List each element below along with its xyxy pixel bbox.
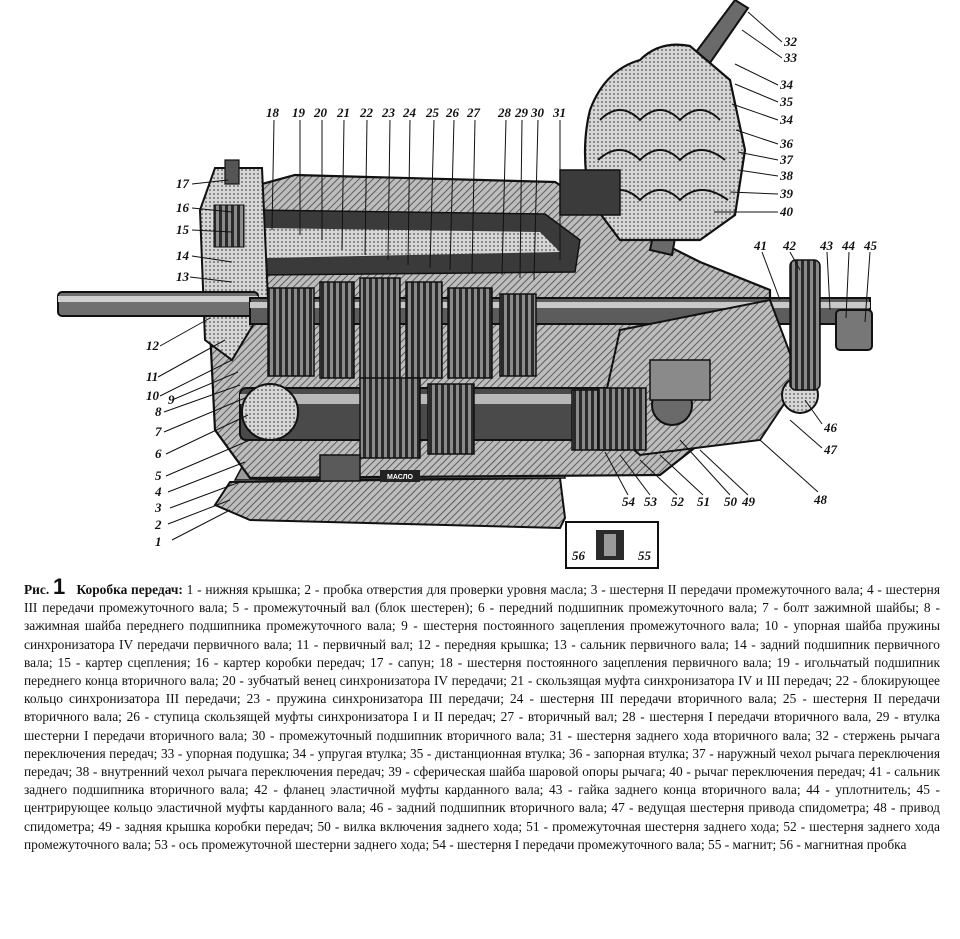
figure-number: 1 [52, 574, 66, 599]
part-label-48: 48 [813, 492, 828, 507]
part-label-49: 49 [741, 494, 756, 509]
part-label-39: 39 [779, 186, 794, 201]
part-label-41: 41 [753, 238, 767, 253]
figure-caption: Рис. 1 Коробка передач: 1 - нижняя крышк… [24, 576, 940, 854]
part-label-4: 4 [154, 484, 162, 499]
part-label-42: 42 [782, 238, 797, 253]
part-label-29: 29 [514, 105, 529, 120]
reverse-gear-assembly [319, 359, 711, 482]
part-label-7: 7 [155, 424, 162, 439]
part-label-21: 21 [336, 105, 350, 120]
part-label-36: 36 [779, 136, 794, 151]
part-label-18: 18 [266, 105, 280, 120]
part-label-1: 1 [155, 534, 162, 549]
part-label-51: 51 [697, 494, 710, 509]
part-label-31: 31 [552, 105, 566, 120]
part-label-54: 54 [622, 494, 636, 509]
part-label-15: 15 [176, 222, 190, 237]
part-labels: 1 2 3 4 5 6 7 8 9 10 11 12 13 14 15 16 1… [146, 34, 878, 563]
part-label-50: 50 [724, 494, 738, 509]
part-label-45: 45 [863, 238, 878, 253]
part-label-43: 43 [819, 238, 834, 253]
part-label-27: 27 [466, 105, 481, 120]
part-label-47: 47 [823, 442, 838, 457]
part-label-46: 46 [823, 420, 838, 435]
part-label-23: 23 [381, 105, 396, 120]
part-label-28: 28 [497, 105, 512, 120]
part-label-11: 11 [146, 369, 158, 384]
part-label-9: 9 [168, 392, 175, 407]
countershaft [239, 377, 651, 459]
part-label-5: 5 [155, 468, 162, 483]
part-label-6: 6 [155, 446, 162, 461]
part-label-22: 22 [359, 105, 374, 120]
part-label-12: 12 [146, 338, 160, 353]
part-label-17: 17 [176, 176, 190, 191]
part-label-2: 2 [154, 517, 162, 532]
part-label-10: 10 [146, 388, 160, 403]
part-label-3: 3 [154, 500, 162, 515]
part-label-34: 34 [779, 77, 794, 92]
part-label-55: 55 [638, 548, 652, 563]
part-label-40: 40 [779, 204, 794, 219]
oil-stamp-text: МАСЛО [387, 474, 414, 481]
part-label-13: 13 [176, 269, 190, 284]
part-label-24: 24 [402, 105, 417, 120]
gear-shift-lever [559, 0, 750, 257]
part-label-37: 37 [779, 152, 794, 167]
oil-stamp: МАСЛО [380, 470, 420, 482]
part-label-56: 56 [572, 548, 586, 563]
main-gear-set [267, 277, 537, 381]
part-label-44: 44 [841, 238, 856, 253]
part-label-38: 38 [779, 168, 794, 183]
part-label-8: 8 [155, 404, 162, 419]
gearbox-drawing: МАСЛО [57, 0, 878, 569]
leader-lines [157, 11, 871, 541]
part-label-14: 14 [176, 248, 190, 263]
magnet-inset [565, 521, 659, 569]
part-label-52: 52 [671, 494, 685, 509]
figure-label: Рис. [24, 582, 50, 597]
gearbox-illustration: МАСЛО [57, 0, 878, 569]
part-label-25: 25 [425, 105, 440, 120]
part-label-35: 35 [779, 94, 794, 109]
part-label-19: 19 [292, 105, 306, 120]
part-label-34b: 34 [779, 112, 794, 127]
figure-title: Коробка передач: [76, 582, 183, 597]
part-label-20: 20 [313, 105, 328, 120]
part-label-53: 53 [644, 494, 658, 509]
input-shaft [57, 291, 259, 317]
part-label-26: 26 [445, 105, 460, 120]
part-label-32: 32 [783, 34, 798, 49]
part-label-16: 16 [176, 200, 190, 215]
caption-text: 1 - нижняя крышка; 2 - пробка отверстия … [24, 582, 940, 852]
part-label-33: 33 [783, 50, 798, 65]
part-label-30: 30 [530, 105, 545, 120]
